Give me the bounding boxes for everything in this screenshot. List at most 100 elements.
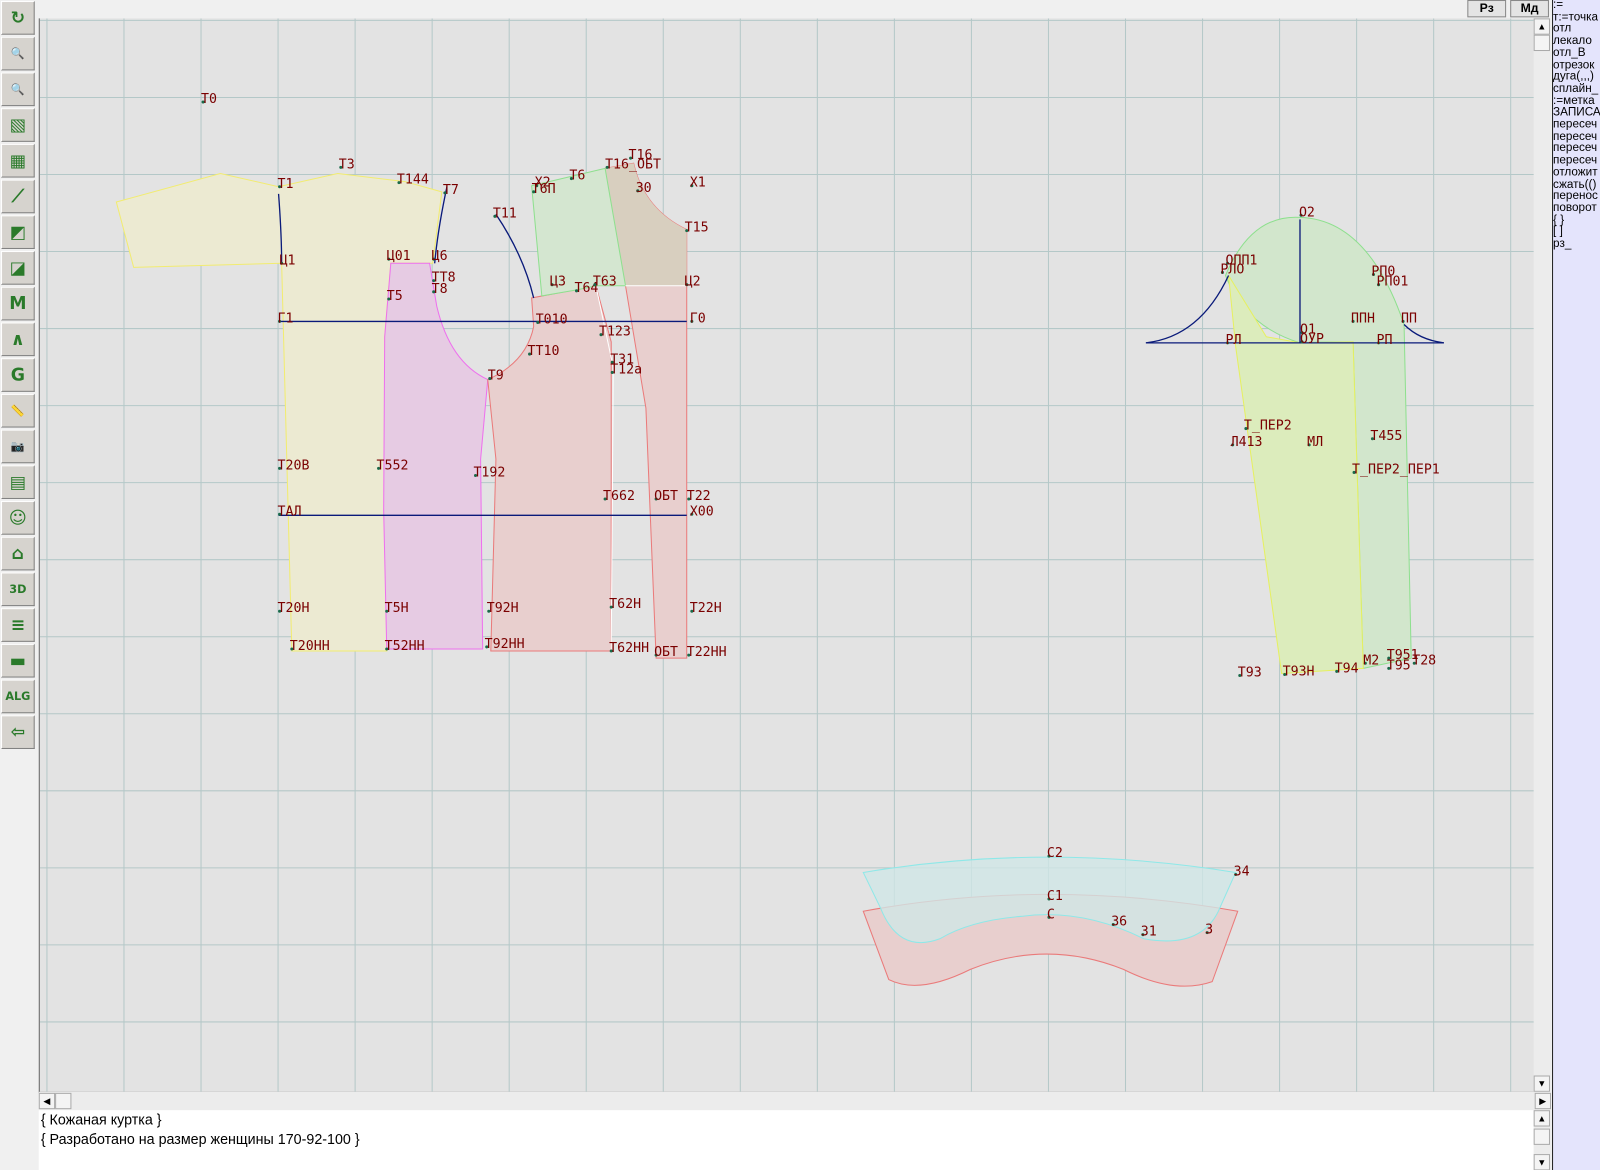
md-button[interactable]: Мд <box>1510 0 1549 18</box>
map-pieces-button[interactable]: ◩ <box>1 215 35 249</box>
point-marker[interactable] <box>636 189 640 193</box>
command-item[interactable]: поворот <box>1553 201 1597 215</box>
point-marker[interactable] <box>278 185 282 189</box>
command-item[interactable]: ЗАПИСА <box>1553 106 1600 119</box>
point-marker[interactable] <box>385 647 389 651</box>
point-marker[interactable] <box>1205 931 1209 935</box>
command-item[interactable]: пересеч <box>1553 130 1598 143</box>
command-item[interactable]: [ ] <box>1553 225 1563 239</box>
grid-button[interactable]: ▦ <box>1 143 35 178</box>
point-marker[interactable] <box>201 100 205 104</box>
point-marker[interactable] <box>1047 915 1051 919</box>
point-marker[interactable] <box>1351 319 1355 323</box>
point-marker[interactable] <box>1234 872 1238 877</box>
point-marker[interactable] <box>690 512 694 516</box>
point-marker[interactable] <box>1387 656 1391 660</box>
command-item[interactable]: :=метка <box>1553 94 1595 107</box>
command-item[interactable]: сжать(() <box>1553 178 1597 191</box>
pattern-view-button[interactable]: ▧ <box>1 108 35 142</box>
point-marker[interactable] <box>610 370 614 374</box>
point-marker[interactable] <box>1283 672 1287 677</box>
view-3d-button[interactable]: 3D <box>1 572 35 607</box>
notes-text-area[interactable]: { Кожаная куртка } { Разработано на разм… <box>38 1110 1536 1170</box>
point-marker[interactable] <box>609 649 613 653</box>
point-marker[interactable] <box>387 257 391 261</box>
ruler-button[interactable]: 📏 <box>1 393 35 428</box>
point-marker[interactable] <box>339 165 343 169</box>
point-marker[interactable] <box>1244 427 1248 431</box>
point-marker[interactable] <box>1238 673 1242 678</box>
point-marker[interactable] <box>1231 443 1235 447</box>
command-item[interactable]: сплайн_ <box>1553 82 1599 95</box>
point-marker[interactable] <box>278 319 282 323</box>
vertical-scrollbar[interactable]: ▲ ▼ <box>1533 18 1552 1092</box>
point-marker[interactable] <box>603 497 607 501</box>
point-marker[interactable] <box>443 191 447 195</box>
scroll-up-button[interactable]: ▲ <box>1533 1110 1550 1127</box>
point-marker[interactable] <box>654 653 658 657</box>
scroll-down-button[interactable]: ▼ <box>1533 1154 1550 1170</box>
point-marker[interactable] <box>1226 261 1230 265</box>
point-marker[interactable] <box>599 333 603 337</box>
point-marker[interactable] <box>535 184 539 188</box>
point-marker[interactable] <box>1335 669 1339 673</box>
point-marker[interactable] <box>1299 213 1303 217</box>
command-item[interactable]: отл_В <box>1553 46 1586 59</box>
point-marker[interactable] <box>278 609 282 613</box>
point-marker[interactable] <box>532 190 536 194</box>
point-marker[interactable] <box>1111 922 1115 927</box>
scroll-up-button[interactable]: ▲ <box>1533 18 1550 35</box>
point-marker[interactable] <box>1370 437 1374 441</box>
point-marker[interactable] <box>1363 661 1367 665</box>
command-item[interactable]: пересеч <box>1553 118 1598 131</box>
line-segment-button[interactable]: ⟋ <box>1 179 35 214</box>
point-marker[interactable] <box>685 283 689 287</box>
command-item[interactable]: { } <box>1553 213 1565 227</box>
scroll-down-button[interactable]: ▼ <box>1533 1075 1550 1092</box>
command-item[interactable]: т:=точка <box>1553 10 1599 24</box>
scroll-right-button[interactable]: ▶ <box>1534 1092 1552 1110</box>
point-marker[interactable] <box>1300 340 1304 344</box>
text-list-button[interactable]: ≡ <box>1 608 35 642</box>
point-marker[interactable] <box>278 512 282 516</box>
point-marker[interactable] <box>432 279 436 283</box>
text-vertical-scrollbar[interactable]: ▲ ▼ <box>1533 1110 1552 1170</box>
point-marker[interactable] <box>1047 854 1051 858</box>
point-marker[interactable] <box>610 360 614 364</box>
point-marker[interactable] <box>609 605 613 609</box>
command-item[interactable]: := <box>1553 0 1564 12</box>
point-marker[interactable] <box>1377 341 1381 345</box>
point-marker[interactable] <box>1300 331 1304 335</box>
point-marker[interactable] <box>550 283 554 287</box>
books-button[interactable]: ▬ <box>1 643 35 678</box>
point-marker[interactable] <box>488 377 492 381</box>
point-marker[interactable] <box>278 466 282 470</box>
model-M-button[interactable]: M <box>1 286 35 321</box>
command-item[interactable]: отл <box>1553 22 1572 36</box>
point-marker[interactable] <box>528 352 532 356</box>
point-marker[interactable] <box>569 177 573 181</box>
point-marker[interactable] <box>593 283 597 287</box>
point-marker[interactable] <box>605 165 609 169</box>
jacket-button[interactable]: ⌂ <box>1 536 35 571</box>
command-item[interactable]: лекало <box>1553 34 1592 48</box>
point-marker[interactable] <box>1352 470 1356 474</box>
scroll-left-button[interactable]: ◀ <box>38 1092 56 1110</box>
portrait-button[interactable]: ☺ <box>1 501 35 535</box>
zoom-out-button[interactable]: 🔍 <box>1 72 35 107</box>
compass-button[interactable]: ∧ <box>1 322 35 357</box>
point-marker[interactable] <box>1141 933 1145 937</box>
command-item[interactable]: дуга(,,,) <box>1553 70 1594 83</box>
command-item[interactable]: отложит <box>1553 166 1598 179</box>
point-marker[interactable] <box>387 297 391 301</box>
pattern-piece-button[interactable]: ◪ <box>1 251 35 285</box>
command-item[interactable]: пересеч <box>1553 142 1598 155</box>
point-marker[interactable] <box>432 290 436 294</box>
side-piece[interactable] <box>383 262 489 650</box>
point-marker[interactable] <box>687 497 691 501</box>
point-marker[interactable] <box>536 320 540 324</box>
algorithm-ALG-button[interactable]: ALG <box>1 679 35 714</box>
point-marker[interactable] <box>690 609 694 613</box>
